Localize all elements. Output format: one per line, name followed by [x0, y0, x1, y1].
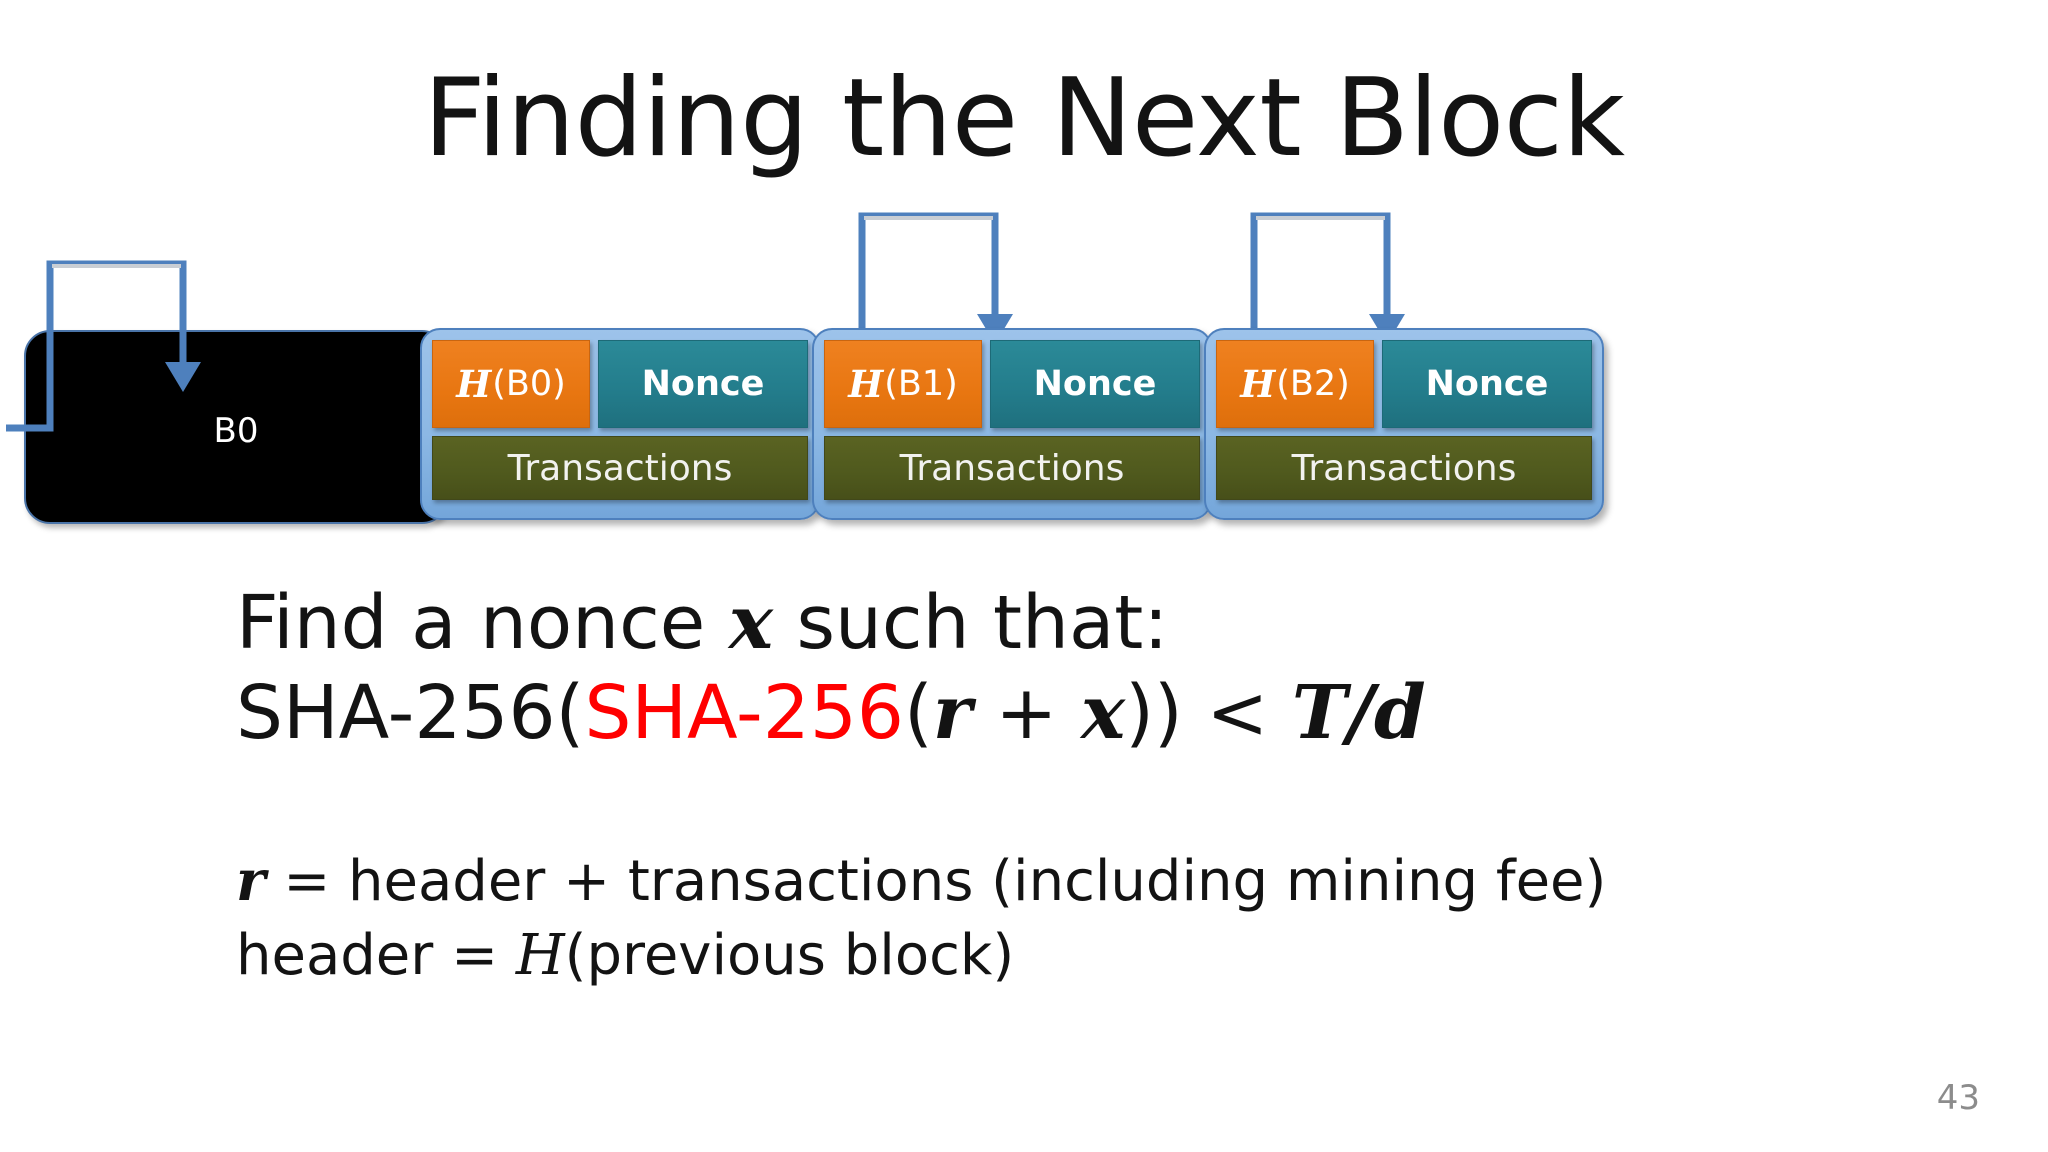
block-3-nonce-cell: Nonce — [1382, 340, 1592, 428]
note-var-r: r — [236, 848, 266, 914]
find-nonce-variable: x — [728, 580, 773, 666]
formula-plus: + — [971, 670, 1081, 757]
note-var-H: H — [515, 922, 565, 988]
block-3-header-row: H(B2) Nonce — [1216, 340, 1592, 428]
block-2-transactions-cell: Transactions — [824, 436, 1200, 500]
chain-block-3: H(B2) Nonce Transactions — [1204, 328, 1604, 520]
notes-block: r = header + transactions (including min… — [236, 845, 1936, 993]
block-3-hash-cell: H(B2) — [1216, 340, 1374, 428]
block-2-hash-cell: H(B1) — [824, 340, 982, 428]
block-1-hash-cell: H(B0) — [432, 340, 590, 428]
note-line-r-definition: r = header + transactions (including min… — [236, 845, 1936, 919]
formula-slash: / — [1346, 670, 1374, 757]
block-1-transactions-cell: Transactions — [432, 436, 808, 500]
formula-outer-fn: SHA-256( — [236, 670, 585, 757]
genesis-block: B0 — [24, 330, 448, 524]
formula-var-T: T — [1291, 670, 1347, 757]
note-line-header-definition: header = H(previous block) — [236, 919, 1936, 993]
note-header-post: (previous block) — [564, 922, 1015, 988]
chain-block-1: H(B0) Nonce Transactions — [420, 328, 820, 520]
block-2-hash-prefix: H — [848, 362, 884, 406]
formula-var-x: x — [1080, 670, 1126, 757]
chain-block-2: H(B1) Nonce Transactions — [812, 328, 1212, 520]
block-3-hash-arg: (B2) — [1276, 364, 1350, 404]
block-2-nonce-cell: Nonce — [990, 340, 1200, 428]
block-2-header-row: H(B1) Nonce — [824, 340, 1200, 428]
note-r-text: = header + transactions (including minin… — [265, 849, 1607, 914]
block-1-header-row: H(B0) Nonce — [432, 340, 808, 428]
formula-inner-fn: SHA-256 — [584, 670, 904, 757]
formula-inner-open: ( — [904, 670, 933, 757]
formula-var-d: d — [1373, 670, 1426, 757]
block-1-hash-arg: (B0) — [492, 364, 566, 404]
page-title: Finding the Next Block — [423, 56, 1625, 181]
block-1-hash-prefix: H — [456, 362, 492, 406]
body-line-formula: SHA-256(SHA-256(r + x)) < T/d — [236, 668, 1936, 758]
find-nonce-post: such that: — [772, 580, 1169, 666]
body-line-find-nonce: Find a nonce x such that: — [236, 578, 1936, 668]
formula-var-r: r — [932, 670, 972, 757]
formula-close: )) — [1125, 670, 1207, 757]
formula-relation: < — [1206, 670, 1292, 757]
note-header-pre: header = — [236, 922, 516, 988]
page-number: 43 — [1936, 1078, 1980, 1118]
block-1-nonce-cell: Nonce — [598, 340, 808, 428]
block-2-hash-arg: (B1) — [884, 364, 958, 404]
block-3-transactions-cell: Transactions — [1216, 436, 1592, 500]
genesis-block-label: B0 — [213, 411, 259, 451]
body-text-block: Find a nonce x such that: SHA-256(SHA-25… — [236, 578, 1936, 759]
find-nonce-pre: Find a nonce — [236, 580, 729, 666]
block-3-hash-prefix: H — [1240, 362, 1276, 406]
blockchain-diagram: B0 H(B0) Nonce Tr — [0, 212, 2048, 540]
